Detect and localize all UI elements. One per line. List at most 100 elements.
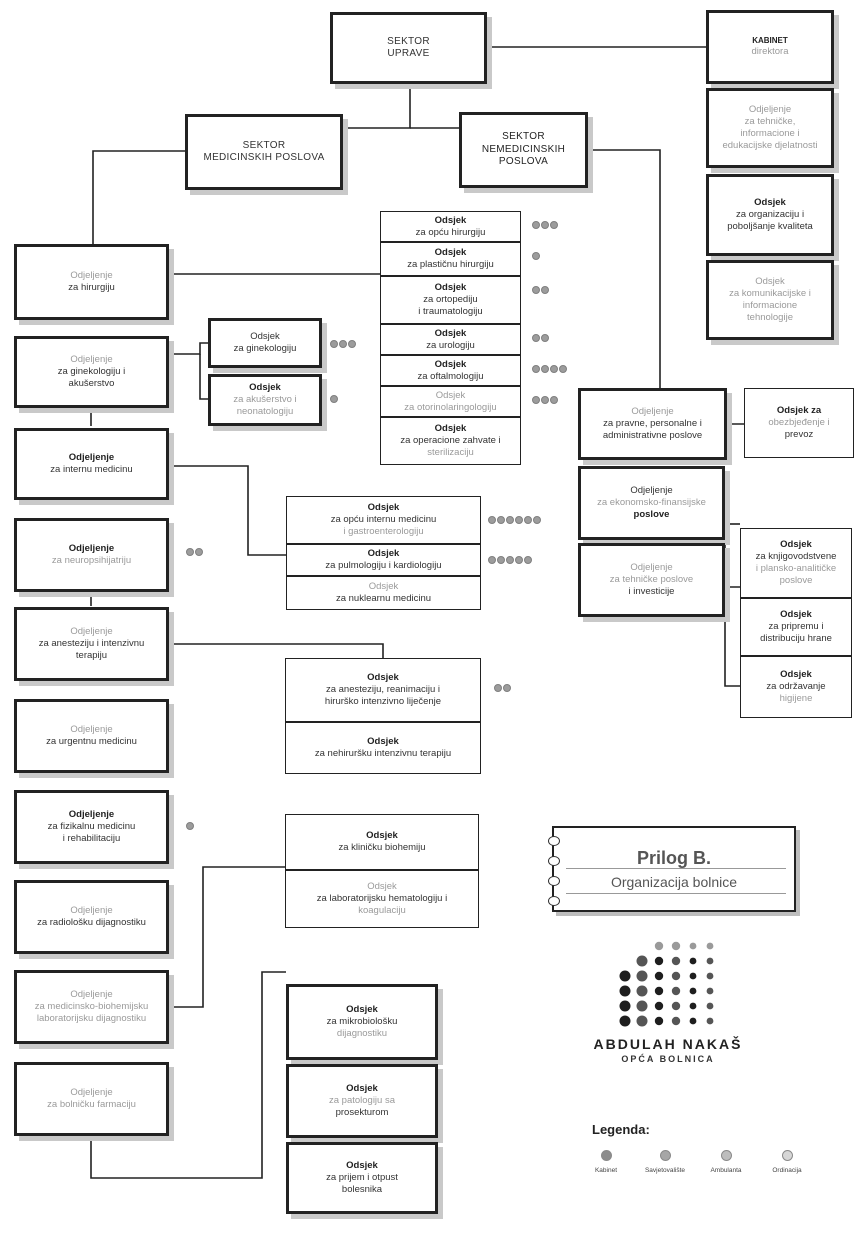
- knjigovodstvo-line3: i plansko-analitičke: [755, 563, 837, 574]
- logo-dot: [654, 1001, 664, 1011]
- organizacija-line3: poboljšanje kvaliteta: [727, 220, 813, 232]
- legend-label: Kabinet: [594, 1167, 618, 1174]
- department-box-line: i rehabilitaciju: [62, 832, 121, 844]
- service-dots: [532, 365, 567, 373]
- pharmacy-unit-box-line: prosekturom: [335, 1106, 389, 1118]
- logo-dot: [689, 957, 697, 965]
- odjeljenje-ekonomsko-finansijske: Odjeljenje za ekonomsko-finansijske posl…: [578, 466, 725, 540]
- service-dot-icon: [515, 516, 523, 524]
- logo-dot: [689, 987, 697, 995]
- pharmacy-unit-box-line: za patologiju sa: [328, 1095, 396, 1107]
- anesthesia-unit-box-line: za nehiruršku intenzivnu terapiju: [314, 748, 452, 759]
- service-dot-icon: [541, 221, 549, 229]
- logo-dot: [689, 1002, 697, 1010]
- binder-ring-icon: [548, 836, 560, 846]
- internal-unit-box-line: i gastroenterologiju: [343, 525, 424, 537]
- department-box-line: za anesteziju i intenzivnu: [38, 638, 145, 650]
- anesthesia-unit-box-line: hirurško intenzivno liječenje: [324, 695, 442, 707]
- department-box-line: za urgentnu medicinu: [46, 736, 137, 747]
- gyn-unit-box-line: Odsjek: [250, 331, 280, 343]
- surgery-unit-box-line: za oftalmologiju: [417, 370, 484, 382]
- surgery-unit-box-line: za ortopediju: [423, 294, 478, 306]
- logo-dot: [654, 956, 664, 966]
- department-box-line: Odjeljenje: [70, 270, 113, 282]
- department-box-line: Odjeljenje: [70, 724, 113, 736]
- kabinet-line1: KABINET: [752, 36, 788, 46]
- binder-ring-icon: [548, 876, 560, 886]
- legend-title: Legenda:: [592, 1122, 650, 1137]
- legend-label: Ordinacija: [772, 1167, 802, 1174]
- service-dot-icon: [186, 822, 194, 830]
- surgery-unit-box-line: Odsjek: [434, 358, 467, 370]
- service-dot-icon: [541, 365, 549, 373]
- logo-dot: [636, 1000, 648, 1012]
- sector-nemedicinski-line1: SEKTOR: [502, 131, 545, 143]
- legend-item: Ambulanta: [696, 1150, 756, 1174]
- lab-unit-box-line: za laboratorijsku hematologiju i: [316, 893, 448, 905]
- lab-unit-box-line: koagulaciju: [358, 904, 406, 916]
- internal-unit-box-line: za pulmologiju i kardiologiju: [325, 560, 442, 571]
- logo-dot: [654, 941, 664, 951]
- service-dot-icon: [330, 395, 338, 403]
- komunikacije-line3: informacione: [742, 300, 798, 311]
- obezbjedjenje-line1: Odsjek za: [776, 405, 822, 417]
- anesthesia-unit-box-line: za anesteziju, reanimaciju i: [325, 684, 441, 696]
- logo-dot: [636, 985, 648, 997]
- sector-uprava: SEKTOR UPRAVE: [330, 12, 487, 84]
- sector-uprava-line2: UPRAVE: [387, 48, 430, 59]
- odsjek-komunikacijske-tehnologije: Odsjek za komunikacijske i informacione …: [706, 260, 834, 340]
- logo-dot: [689, 972, 697, 980]
- department-box-line: za hirurgiju: [68, 282, 115, 293]
- lab-unit-box-line: Odsjek: [367, 881, 397, 893]
- department-box-line: za internu medicinu: [50, 464, 133, 475]
- service-dots: [330, 395, 338, 403]
- hrana-line2: za pripremu i: [768, 621, 824, 633]
- service-dot-icon: [515, 556, 523, 564]
- surgery-unit-box-line: sterilizaciju: [427, 446, 474, 458]
- pharmacy-unit-box-line: za prijem i otpust: [326, 1172, 398, 1184]
- legend-item: Ordinacija: [757, 1150, 817, 1174]
- binder-ring-icon: [548, 896, 560, 906]
- service-dots: [186, 548, 203, 556]
- logo-dot: [636, 1015, 648, 1027]
- surgery-unit-box-line: Odsjek: [434, 214, 467, 226]
- odjeljenje-pravne-poslove: Odjeljenje za pravne, personalne i admin…: [578, 388, 727, 460]
- department-box-line: Odjeljenje: [70, 626, 113, 638]
- pharmacy-unit-box-line: dijagnostiku: [336, 1027, 388, 1039]
- logo-dot: [654, 1016, 664, 1026]
- service-dot-icon: [550, 396, 558, 404]
- surgery-unit-box-line: i traumatologiju: [418, 305, 483, 317]
- service-dot-icon: [532, 365, 540, 373]
- komunikacije-line4: tehnologije: [747, 311, 793, 323]
- logo-dot: [689, 942, 697, 950]
- odsjek-knjigovodstvo: Odsjek za knjigovodstvene i plansko-anal…: [740, 528, 852, 598]
- prilog-box: Prilog B. Organizacija bolnice: [548, 826, 796, 912]
- odsjek-organizacija-kvaliteta: Odsjek za organizaciju i poboljšanje kva…: [706, 174, 834, 256]
- pharmacy-unit-box-line: Odsjek: [346, 1004, 378, 1016]
- obezbjedjenje-line2: obezbjeđenje i: [768, 417, 830, 429]
- service-dot-icon: [503, 684, 511, 692]
- logo-dot: [671, 971, 681, 981]
- service-dot-icon: [532, 396, 540, 404]
- ruled-line: [566, 893, 786, 894]
- surgery-unit-box-line: Odsjek: [434, 247, 467, 259]
- pharmacy-unit-box-line: bolesnika: [341, 1183, 383, 1195]
- service-dots: [488, 556, 532, 564]
- service-dot-icon: [541, 286, 549, 294]
- gyn-unit-box-line: neonatologiju: [236, 405, 294, 417]
- surgery-unit-box-line: Odsjek: [434, 423, 467, 435]
- service-dot-icon: [541, 396, 549, 404]
- legend-dot-icon: [600, 1150, 612, 1161]
